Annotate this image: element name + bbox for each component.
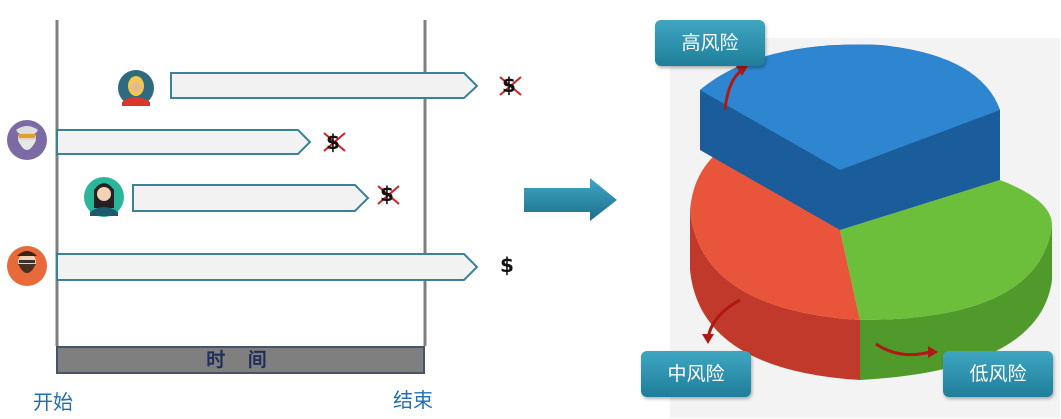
- old-man-avatar: [7, 120, 47, 160]
- revenue-retained: $: [500, 253, 514, 277]
- mid-risk-label: 中风险: [641, 351, 751, 397]
- low-risk-label: 低风险: [943, 351, 1053, 397]
- revenue-lost-1: $: [502, 73, 516, 97]
- high-risk-label: 高风险: [655, 20, 765, 66]
- time-axis-bar: 时 间: [56, 346, 425, 374]
- bearded-man-avatar: [7, 246, 47, 286]
- curved-arrow-low-icon: [875, 342, 931, 357]
- pie-high-slice: [700, 44, 1000, 170]
- lifetime-bar-1: [170, 72, 479, 99]
- end-label: 结束: [393, 388, 433, 412]
- pie-mid-slice: [690, 130, 860, 320]
- revenue-lost-3: $: [380, 182, 394, 206]
- blonde-woman-avatar: [118, 70, 154, 106]
- lifetime-bar-3: [132, 184, 370, 212]
- woman-glasses-avatar: [84, 177, 124, 217]
- lifetime-bar-2: [56, 129, 312, 155]
- transition-arrow-icon: [524, 178, 617, 221]
- revenue-lost-2: $: [326, 130, 340, 154]
- lifetime-bar-4: [56, 253, 479, 281]
- pie-mid-side: [690, 210, 860, 380]
- pie-low-side: [860, 225, 1052, 380]
- pie-low-slice: [840, 180, 1052, 320]
- start-label: 开始: [33, 390, 73, 414]
